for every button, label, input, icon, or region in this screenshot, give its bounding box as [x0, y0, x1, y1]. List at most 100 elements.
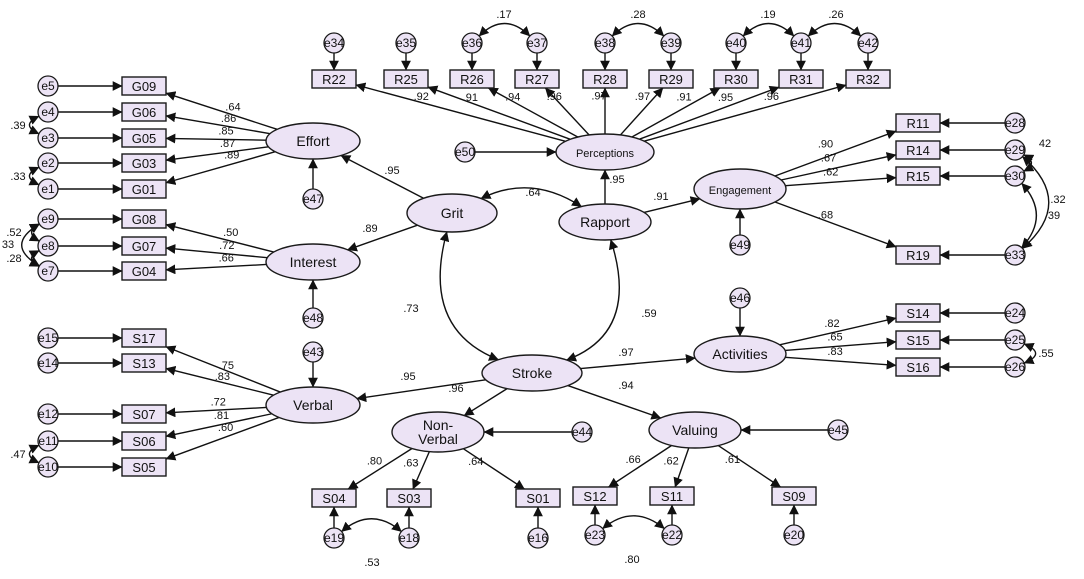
error-label-e43: e43 [303, 345, 323, 359]
observed-label-r31: R31 [789, 72, 813, 87]
observed-label-s14: S14 [906, 306, 929, 321]
loading-coef-s12: .66 [625, 454, 640, 466]
observed-label-r29: R29 [659, 72, 683, 87]
loading-path-r14 [780, 152, 897, 181]
observed-label-s17: S17 [132, 331, 155, 346]
observed-label-g01: G01 [132, 182, 157, 197]
latent-label-stroke: Stroke [512, 365, 553, 381]
error-e38 [594, 32, 616, 54]
observed-label-s13: S13 [132, 356, 155, 371]
error-e28 [1004, 112, 1026, 134]
latent-grit [406, 193, 498, 233]
error-label-e5: e5 [41, 79, 55, 93]
error-e29 [1004, 139, 1026, 161]
path-grit-to-effort [340, 154, 424, 199]
latent-activities [693, 335, 787, 373]
latent-label-grit: Grit [441, 205, 464, 221]
observed-label-s11: S11 [661, 489, 683, 504]
error-e36 [461, 32, 483, 54]
loading-coef-s14: .82 [824, 318, 839, 330]
error-label-e20: e20 [784, 528, 804, 542]
error-e20 [783, 524, 805, 546]
observed-g05 [121, 128, 167, 148]
error-label-e19: e19 [324, 531, 344, 545]
loading-coef-s03: .63 [403, 458, 418, 470]
covariance-e3-e4 [28, 115, 40, 135]
loading-coef-r30: .91 [676, 92, 691, 104]
loading-path-r19 [774, 201, 897, 249]
observed-label-g05: G05 [132, 131, 157, 146]
loading-path-r15 [785, 173, 897, 187]
loading-coef-s17: .75 [219, 360, 234, 372]
error-label-e24: e24 [1005, 306, 1025, 320]
error-label-e30: e30 [1005, 169, 1025, 183]
observed-label-g07: G07 [132, 239, 157, 254]
loading-coef-r31: .95 [718, 92, 733, 104]
error-label-e23: e23 [585, 528, 605, 542]
observed-label-s07: S07 [132, 407, 155, 422]
observed-s14 [895, 303, 941, 323]
observed-label-r27: R27 [525, 72, 549, 87]
observed-label-s01: S01 [526, 491, 549, 506]
error-e22 [661, 524, 683, 546]
covariance-coef-e25-e26: .55 [1038, 348, 1053, 360]
covariance-coef-grit-stroke: .73 [403, 303, 418, 315]
observed-label-g03: G03 [132, 156, 157, 171]
loading-coef-s06: .81 [214, 410, 229, 422]
observed-label-r30: R30 [724, 72, 748, 87]
path-coef-verbal: .95 [400, 371, 415, 383]
error-label-e1: e1 [41, 182, 55, 196]
covariance-coef-e3-e4: .39 [10, 120, 25, 132]
error-label-e42: e42 [858, 36, 878, 50]
error-e10 [37, 456, 59, 478]
covariance-e40-e41 [742, 22, 795, 37]
covariance-grit-rapport [480, 187, 582, 208]
error-label-e11: e11 [38, 434, 57, 448]
path-stroke-to-valuing [567, 384, 662, 420]
error-label-e45: e45 [828, 423, 848, 437]
error-e47 [302, 188, 324, 210]
observed-label-r28: R28 [593, 72, 617, 87]
path-rapport-to-engagement [643, 196, 701, 214]
latent-interest [265, 243, 361, 281]
path-stroke-to-activities [580, 354, 696, 370]
observed-label-g09: G09 [132, 79, 157, 94]
error-label-e15: e15 [38, 331, 58, 345]
latent-label-nonverbal-0: Non- [423, 417, 454, 433]
covariance-rapport-stroke [566, 239, 620, 362]
loading-coef-s13: .83 [215, 371, 230, 383]
latent-label-verbal: Verbal [293, 397, 333, 413]
error-e46 [729, 287, 751, 309]
covariance-e22-e23 [602, 515, 665, 530]
observed-label-s16: S16 [906, 360, 929, 375]
covariance-e7-e9 [21, 223, 40, 267]
loading-path-s14 [779, 315, 897, 346]
loading-path-r30 [631, 87, 721, 138]
covariance-coef-e30-e33: .32 [1050, 194, 1065, 206]
error-label-e7: e7 [41, 264, 55, 278]
loading-path-s06 [165, 413, 273, 440]
loading-coef-s04: .80 [367, 456, 382, 468]
observed-g04 [121, 261, 167, 281]
covariance-coef-e38-e39: .28 [630, 9, 645, 21]
loading-coef-g01: .89 [224, 150, 239, 162]
loading-path-r29 [619, 87, 664, 136]
error-label-e47: e47 [303, 192, 323, 206]
loading-path-s16 [785, 356, 897, 370]
loading-coef-s11: .62 [663, 455, 678, 467]
latent-label-nonverbal-1: Verbal [418, 431, 458, 447]
loading-path-r27 [544, 87, 590, 136]
observed-r25 [383, 69, 429, 89]
path-coef-valuing: .94 [618, 380, 633, 392]
covariance-coef-e10-e11: .47 [10, 449, 25, 461]
loading-coef-g03: .87 [220, 138, 235, 150]
error-e35 [395, 32, 417, 54]
path-coef-interest: .89 [362, 223, 377, 235]
error-label-e34: e34 [324, 36, 344, 50]
error-label-e48: e48 [303, 311, 323, 325]
covariance-e25-e26 [1023, 342, 1037, 365]
error-label-e8: e8 [41, 239, 55, 253]
covariance-e41-e42 [807, 23, 862, 37]
covariance-e30-e33 [1021, 182, 1037, 249]
error-label-e40: e40 [726, 36, 746, 50]
